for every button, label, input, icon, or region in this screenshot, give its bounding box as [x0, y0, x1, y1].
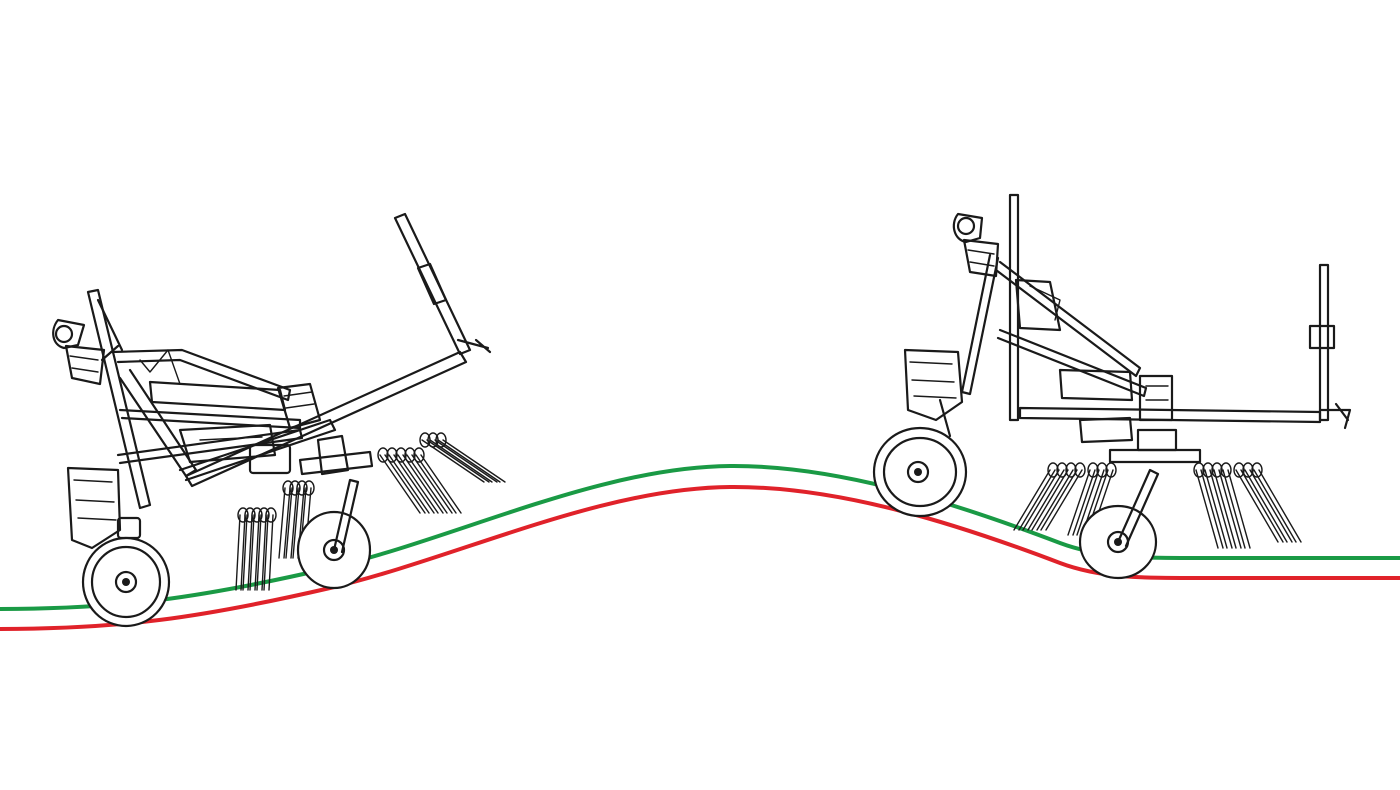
tine-coil — [435, 432, 447, 448]
tine-coil — [258, 507, 270, 523]
tine-coil — [1233, 462, 1245, 478]
tine — [1235, 469, 1284, 543]
tine — [1031, 469, 1074, 531]
tine — [1067, 469, 1096, 536]
tine-coil — [1065, 462, 1077, 478]
tine-coil — [395, 447, 407, 463]
tine — [379, 454, 426, 514]
tine — [235, 514, 246, 591]
tine-coil — [303, 480, 315, 496]
upper-mast — [1308, 263, 1352, 430]
tine — [397, 454, 444, 514]
rotor-wheel — [1078, 468, 1160, 580]
tine-coil — [244, 507, 256, 523]
support-wheel — [872, 426, 968, 518]
hitch-frame — [903, 193, 1020, 438]
tine — [1213, 469, 1242, 549]
rotor-head — [276, 382, 374, 476]
support-wheel — [81, 536, 171, 628]
tine — [285, 487, 298, 559]
tine-coil — [1096, 462, 1108, 478]
tine-coil — [237, 507, 249, 523]
tine-coil — [1251, 462, 1263, 478]
tine-coil — [1242, 462, 1254, 478]
tine — [1195, 469, 1224, 549]
rake-tines — [1013, 462, 1302, 549]
rotor-wheel — [296, 478, 372, 590]
tine-coil — [251, 507, 263, 523]
tine — [249, 514, 260, 591]
tine — [256, 514, 267, 591]
tine — [1204, 469, 1233, 549]
tine-coil — [296, 480, 308, 496]
tine-coil — [1105, 462, 1117, 478]
tine-coil — [1211, 462, 1223, 478]
tine-coil — [377, 447, 389, 463]
upper-mast — [393, 212, 492, 356]
tine-coil — [1193, 462, 1205, 478]
tine-coil — [282, 480, 294, 496]
tine-coil — [1047, 462, 1059, 478]
terrain-line-red — [0, 484, 1400, 631]
tine — [1040, 469, 1083, 531]
tine-coil — [404, 447, 416, 463]
tine — [242, 514, 253, 591]
hitch-frame — [52, 288, 152, 562]
tine-coil — [265, 507, 277, 523]
terrain-line-green — [0, 463, 1400, 611]
main-frame — [110, 348, 468, 488]
tine — [278, 487, 291, 559]
tine — [437, 439, 506, 483]
tine-coil — [1220, 462, 1232, 478]
tine-coil — [1202, 462, 1214, 478]
tine — [1222, 469, 1251, 549]
rotary-rake-icon — [52, 212, 506, 628]
tine — [1013, 469, 1056, 531]
main-frame — [994, 260, 1322, 444]
rotor-head — [1108, 374, 1202, 464]
tine-coil — [1074, 462, 1086, 478]
tine — [1253, 469, 1302, 543]
tine — [415, 454, 462, 514]
tine — [388, 454, 435, 514]
tine — [1244, 469, 1293, 543]
tine-coil — [413, 447, 425, 463]
tine-coil — [386, 447, 398, 463]
tine — [1022, 469, 1065, 531]
tine-coil — [289, 480, 301, 496]
tine-coil — [1087, 462, 1099, 478]
tine — [406, 454, 453, 514]
rake-tines — [235, 432, 506, 591]
rotary-rake-icon — [872, 193, 1352, 580]
tine — [263, 514, 274, 591]
tine-coil — [1056, 462, 1068, 478]
